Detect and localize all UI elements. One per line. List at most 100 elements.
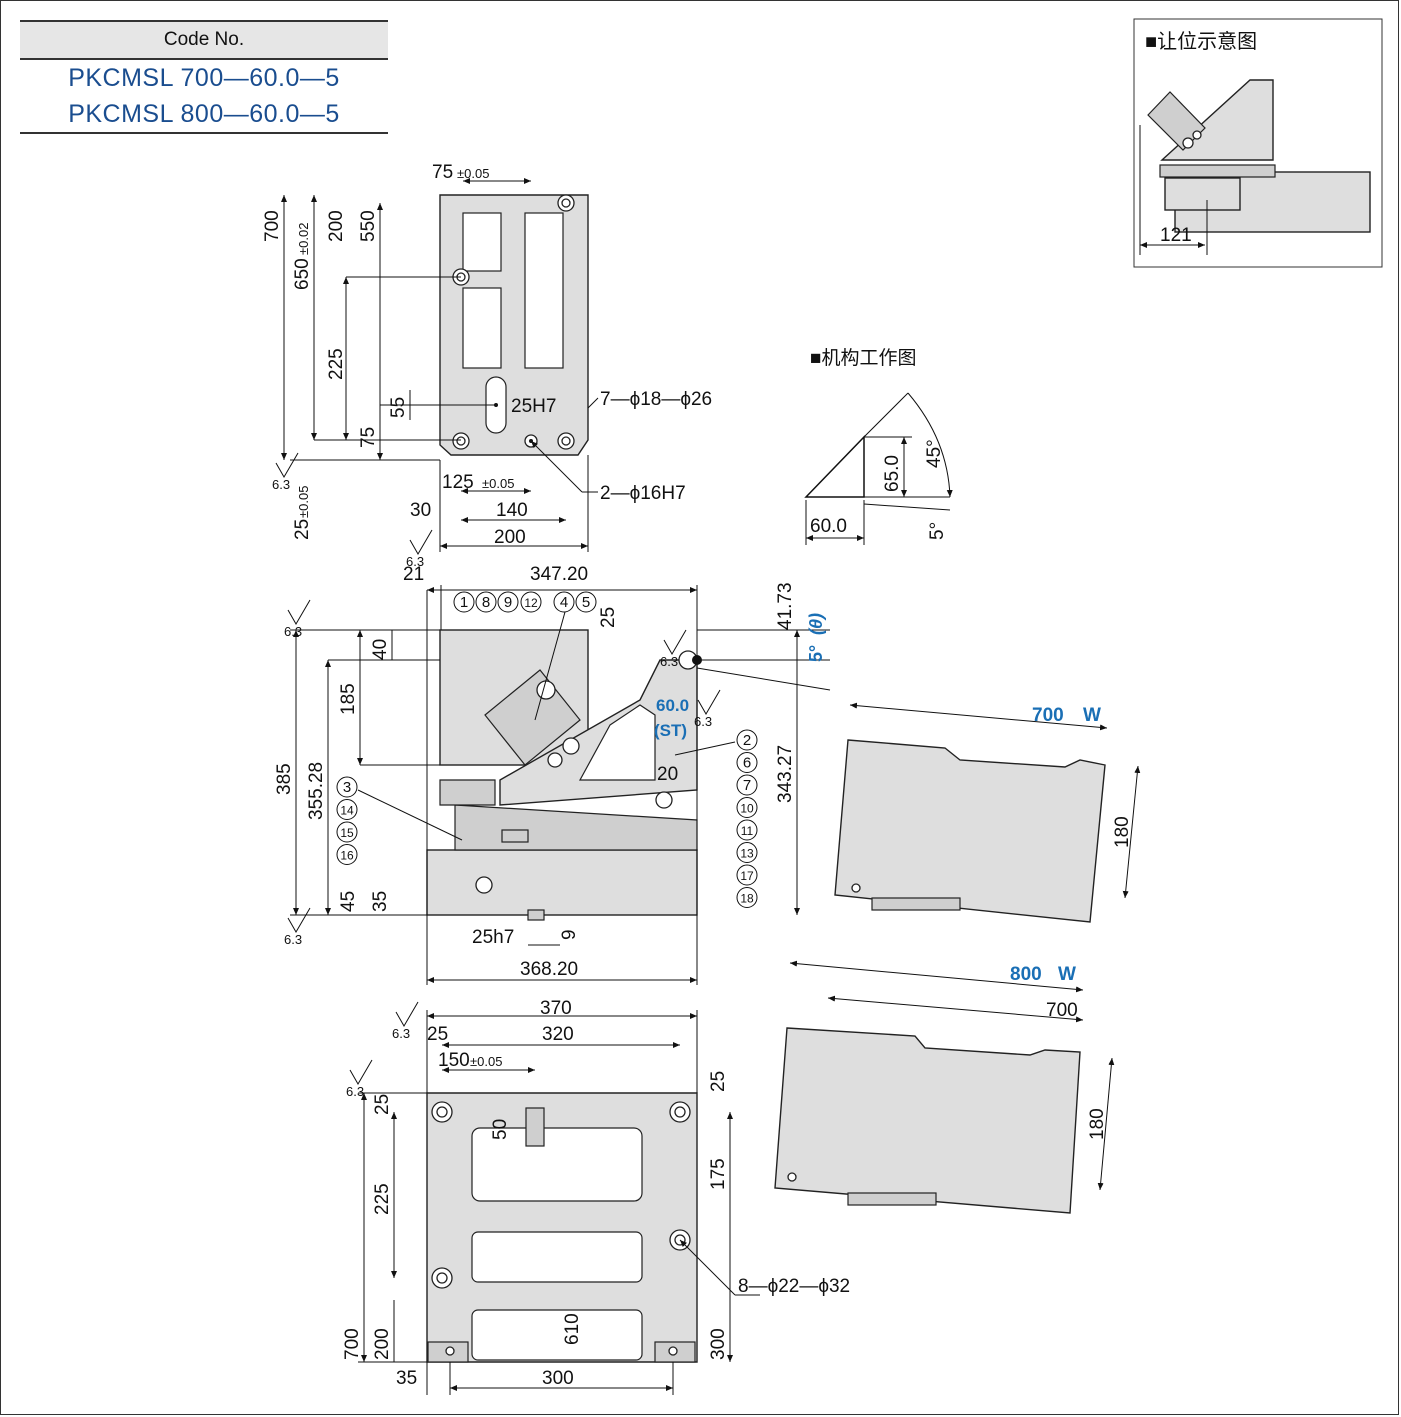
front-angle-symbol: (θ) [806, 613, 826, 635]
callout-top-8-circle [475, 591, 497, 613]
callout-left-14-label: 14 [340, 804, 354, 818]
front-d355: 355.28 [306, 762, 327, 820]
clearance-title: ■让位示意图 [1145, 30, 1257, 53]
roughness-mark: 6.3 [660, 629, 687, 669]
bot-d25: 25 [427, 1024, 448, 1045]
code-table-header: Code No. [20, 20, 388, 60]
bot-d225: 225 [372, 1183, 393, 1215]
callout-top-4-circle [553, 591, 575, 613]
top-d650-tol: ±0.02 [296, 223, 311, 255]
top-holes-a-note: 7—ϕ18—ϕ26 [600, 389, 712, 410]
callout-top-9-circle [497, 591, 519, 613]
callout-right-2-circle [736, 729, 758, 751]
roughness-mark: 6.3 [284, 907, 311, 947]
front-d35: 35 [370, 891, 391, 912]
bot-d25r: 25 [708, 1071, 729, 1092]
callout-right-7-label: 7 [743, 777, 751, 794]
roughness-label: 6.3 [694, 714, 712, 729]
callout-top-1-circle [453, 591, 475, 613]
v800-w: W [1058, 964, 1076, 985]
mechanism-title: ■机构工作图 [810, 347, 916, 369]
roughness-label: 6.3 [660, 654, 678, 669]
front-d20: 20 [657, 764, 678, 785]
front-d21: 21 [403, 564, 424, 585]
bot-d610: 610 [562, 1313, 583, 1345]
top-view: 75 ±0.05 700 650 ±0.02 200 550 225 55 75… [262, 162, 712, 552]
top-d75: 75 [432, 162, 453, 183]
clearance-view: ■让位示意图 121 [1133, 18, 1383, 268]
front-d41: 41.73 [775, 582, 796, 630]
bot-d150: 150 [438, 1050, 470, 1071]
callout-left-14-circle [336, 799, 358, 820]
roughness-label: 6.3 [272, 477, 290, 492]
roughness-mark: 6.3 [392, 1001, 419, 1041]
top-d140: 140 [496, 500, 528, 521]
code-table: Code No. PKCMSL 700—60.0—5 PKCMSL 800—60… [20, 20, 388, 134]
roughness-label: 6.3 [346, 1084, 364, 1099]
bot-d700: 700 [342, 1328, 363, 1360]
top-d25-tol: ±0.05 [296, 486, 311, 518]
front-stroke-symbol: (ST) [654, 721, 687, 740]
front-angle: 5° [806, 645, 826, 662]
code-row-700: PKCMSL 700—60.0—5 [68, 64, 340, 92]
bot-d25l: 25 [372, 1094, 393, 1115]
callout-left-16-circle [336, 844, 358, 865]
roughness-mark: 6.3 [284, 599, 311, 639]
bot-d300r: 300 [708, 1328, 729, 1360]
roughness-mark: 6.3 [346, 1059, 373, 1099]
front-stroke: 60.0 [656, 696, 689, 715]
top-d75-tol: ±0.05 [457, 166, 489, 181]
callout-left-15-circle [336, 821, 358, 843]
callout-right-6-label: 6 [743, 755, 751, 772]
callout-right-2-label: 2 [743, 732, 751, 749]
front-d343: 343.27 [775, 745, 796, 803]
callout-right-10-circle [736, 797, 758, 818]
v700-height: 180 [1112, 816, 1133, 848]
top-d30: 30 [410, 500, 431, 521]
roughness-mark: 6.3 [406, 529, 433, 569]
callout-top-12-label: 12 [524, 596, 538, 610]
top-d125: 125 [442, 472, 474, 493]
top-d55: 55 [388, 397, 409, 418]
bot-d175: 175 [708, 1158, 729, 1190]
callout-top-9-label: 9 [504, 594, 512, 611]
top-d125-tol: ±0.05 [482, 476, 514, 491]
top-d200b: 200 [494, 527, 526, 548]
top-holes-b-note: 2—ϕ16H7 [600, 483, 686, 504]
v700-w: W [1083, 705, 1101, 726]
bot-d300: 300 [542, 1368, 574, 1389]
callout-top-4-label: 4 [560, 594, 568, 611]
v800-width: 800 [1010, 964, 1042, 985]
top-d25: 25 [292, 519, 313, 540]
roughness-label: 6.3 [284, 932, 302, 947]
v700-width: 700 [1032, 705, 1064, 726]
front-d40: 40 [370, 639, 391, 660]
roughness-mark: 6.3 [272, 452, 299, 492]
variant-800-view: 800 W 700 180 [774, 960, 1115, 1214]
mechanism-view: ■机构工作图 60.0 65.0 45° 5° [804, 347, 953, 545]
roughness-label: 6.3 [392, 1026, 410, 1041]
top-slot-note: 25H7 [511, 396, 556, 417]
code-row-800: PKCMSL 800—60.0—5 [20, 96, 388, 134]
callout-right-13-circle [736, 842, 758, 863]
top-d200: 200 [326, 210, 347, 242]
front-d45: 45 [338, 891, 359, 912]
callout-top-12-circle [520, 591, 542, 613]
bot-d370: 370 [540, 998, 572, 1019]
bot-d150-tol: ±0.05 [470, 1054, 502, 1069]
callout-left-3-label: 3 [343, 779, 351, 796]
roughness-mark: 6.3 [694, 689, 721, 729]
callout-top-8-label: 8 [482, 594, 490, 611]
v800-height: 180 [1087, 1108, 1108, 1140]
bot-d35: 35 [396, 1368, 417, 1389]
front-d347: 347.20 [530, 564, 588, 585]
callout-right-18-label: 18 [740, 892, 754, 906]
callout-top-5-circle [575, 591, 597, 613]
callout-right-13-label: 13 [740, 847, 754, 861]
callout-right-17-label: 17 [740, 869, 754, 883]
callout-left-15-label: 15 [340, 826, 354, 840]
callout-right-18-circle [736, 887, 758, 908]
